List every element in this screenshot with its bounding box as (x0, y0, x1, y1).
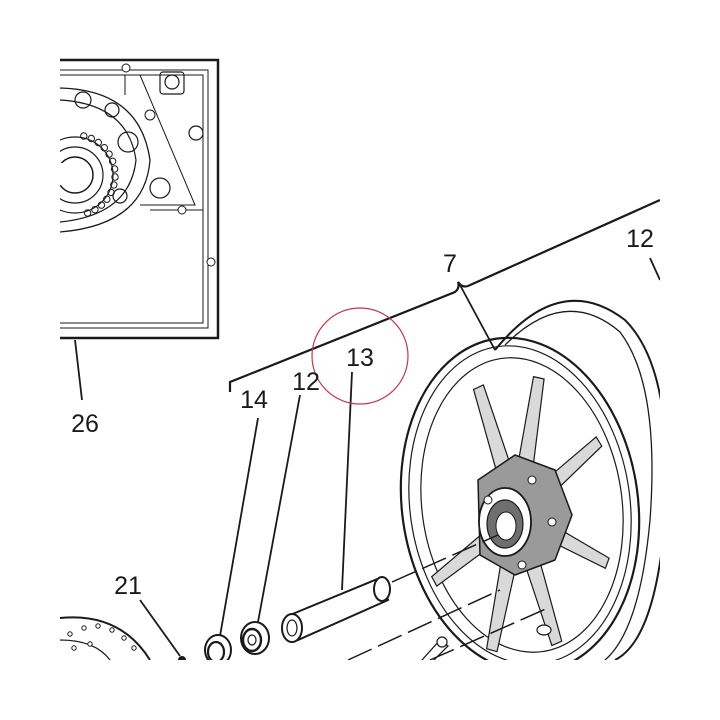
disc-hole (131, 645, 137, 651)
disc-hole (87, 641, 93, 647)
disc-hole (81, 625, 87, 631)
wheel-hub (477, 454, 573, 576)
disc-hole (67, 631, 73, 637)
callout-21: 21 (114, 572, 142, 600)
disc-hole (95, 623, 101, 629)
axle-centerlines (347, 534, 549, 661)
leader-12-bearing (257, 394, 301, 623)
callout-26: 26 (71, 410, 99, 438)
leader-7 (459, 284, 496, 351)
disc-hole (109, 627, 115, 633)
leader-26 (74, 339, 83, 401)
oil-seal: 14 (204, 386, 268, 666)
valve-stem (420, 624, 552, 665)
leader-21 (139, 599, 181, 657)
leader-12-tire (649, 257, 661, 281)
inset-panel: 26 (36, 58, 220, 438)
wheel-bearing: 12 (240, 368, 320, 655)
leader-14 (219, 417, 259, 637)
rear-wheel-drawing: 7 12 (399, 225, 668, 674)
callout-12-bearing: 12 (292, 368, 320, 396)
highlight-ring (311, 307, 409, 405)
assembly-bracket (228, 198, 661, 392)
spacer-tube: 13 (281, 344, 391, 643)
leader-13 (341, 371, 353, 591)
disc-hole (71, 645, 77, 651)
brake-disc: 21 (59, 572, 186, 664)
callout-13: 13 (346, 344, 374, 372)
callout-12-tire: 12 (626, 225, 654, 253)
disc-hole (121, 635, 127, 641)
callout-14: 14 (240, 386, 268, 414)
callout-7: 7 (443, 250, 457, 278)
